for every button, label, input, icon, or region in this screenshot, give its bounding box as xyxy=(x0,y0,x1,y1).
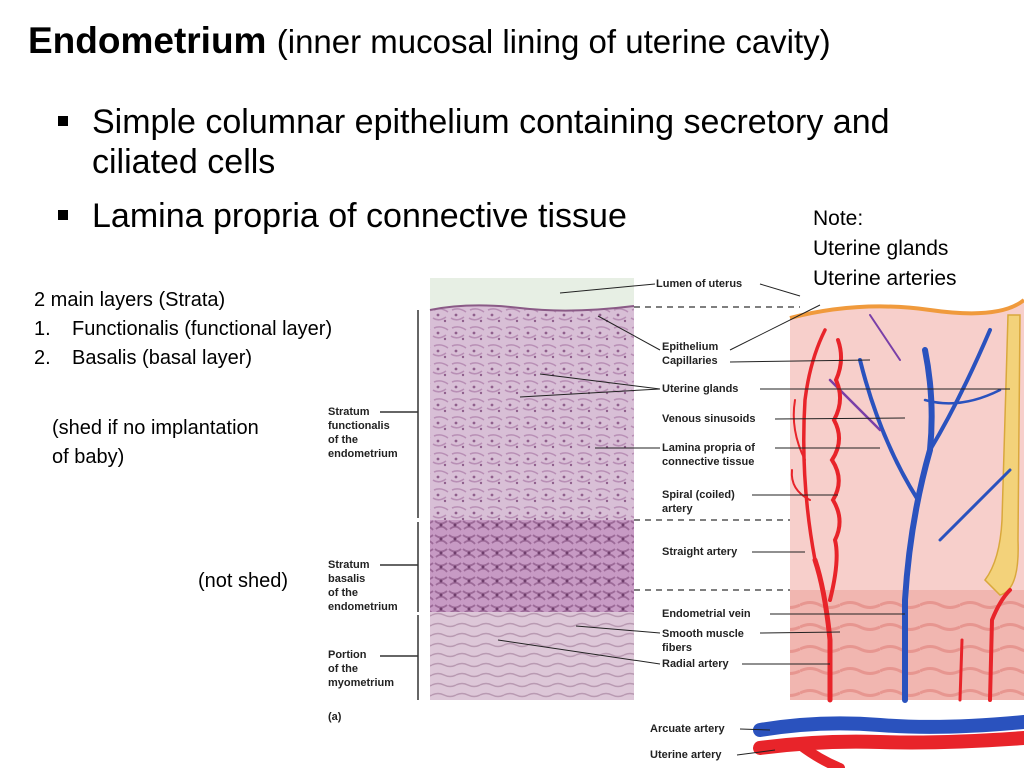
basal-vessels xyxy=(753,715,1024,768)
uterine-gland-shape xyxy=(984,314,1021,596)
label-lumen: Lumen of uterus xyxy=(656,277,743,291)
layers-list: 2 main layers (Strata) 1.Functionalis (f… xyxy=(34,286,332,373)
lumen-area xyxy=(430,278,634,310)
bullet-square-icon xyxy=(58,210,68,220)
label-arcuate-artery: Arcuate artery xyxy=(650,723,725,735)
not-shed-note: (not shed) xyxy=(198,570,289,592)
note-line: Uterine glands xyxy=(813,237,949,260)
veins xyxy=(828,314,1012,703)
label-radial-artery: Radial artery xyxy=(662,658,729,670)
leader-lines xyxy=(497,283,1010,756)
title-bold: Endometrium xyxy=(28,20,267,61)
layers-heading: 2 main layers (Strata) xyxy=(34,289,226,311)
label-straight-artery: Straight artery xyxy=(662,546,738,558)
note-box: Note: Uterine glands Uterine arteries xyxy=(813,204,957,294)
layer-boundaries xyxy=(634,306,800,591)
epithelium-surface xyxy=(789,298,1024,320)
label-spiral-artery: Spiral (coiled)artery xyxy=(662,489,735,515)
title-subtitle: (inner mucosal lining of uterine cavity) xyxy=(276,23,831,60)
label-endometrial-vein: Endometrial vein xyxy=(662,608,751,620)
label-uterine-artery: Uterine artery xyxy=(650,749,722,761)
layer-item: 2.Basalis (basal layer) xyxy=(34,347,253,369)
label-venous-sinusoids: Venous sinusoids xyxy=(662,413,756,425)
endometrium-tissue xyxy=(790,300,1024,590)
label-epithelium: Epithelium xyxy=(662,341,719,353)
shed-note: (shed if no implantation of baby) xyxy=(52,417,259,468)
bullet-text: Lamina propria of connective tissue xyxy=(92,197,627,235)
label-uterine-glands: Uterine glands xyxy=(662,383,739,395)
bullet-lamina: Lamina propria of connective tissue xyxy=(58,196,972,236)
note-line: Uterine arteries xyxy=(813,267,957,290)
left-brackets xyxy=(380,310,419,700)
functionalis-tissue xyxy=(430,305,634,520)
label-capillaries: Capillaries xyxy=(662,355,718,367)
bullet-text: Simple columnar epithelium containing se… xyxy=(92,103,890,181)
basalis-tissue xyxy=(430,520,634,612)
bullet-square-icon xyxy=(58,116,68,126)
bullet-epithelium: Simple columnar epithelium containing se… xyxy=(58,102,972,182)
histology-micrograph xyxy=(429,278,635,700)
slide-title: Endometrium (inner mucosal lining of ute… xyxy=(28,20,831,62)
layer-item: 1.Functionalis (functional layer) xyxy=(34,318,333,340)
panel-label: (a) xyxy=(328,711,342,723)
note-heading: Note: xyxy=(813,207,864,230)
arteries xyxy=(790,328,1012,703)
myometrium-tissue xyxy=(430,612,634,700)
